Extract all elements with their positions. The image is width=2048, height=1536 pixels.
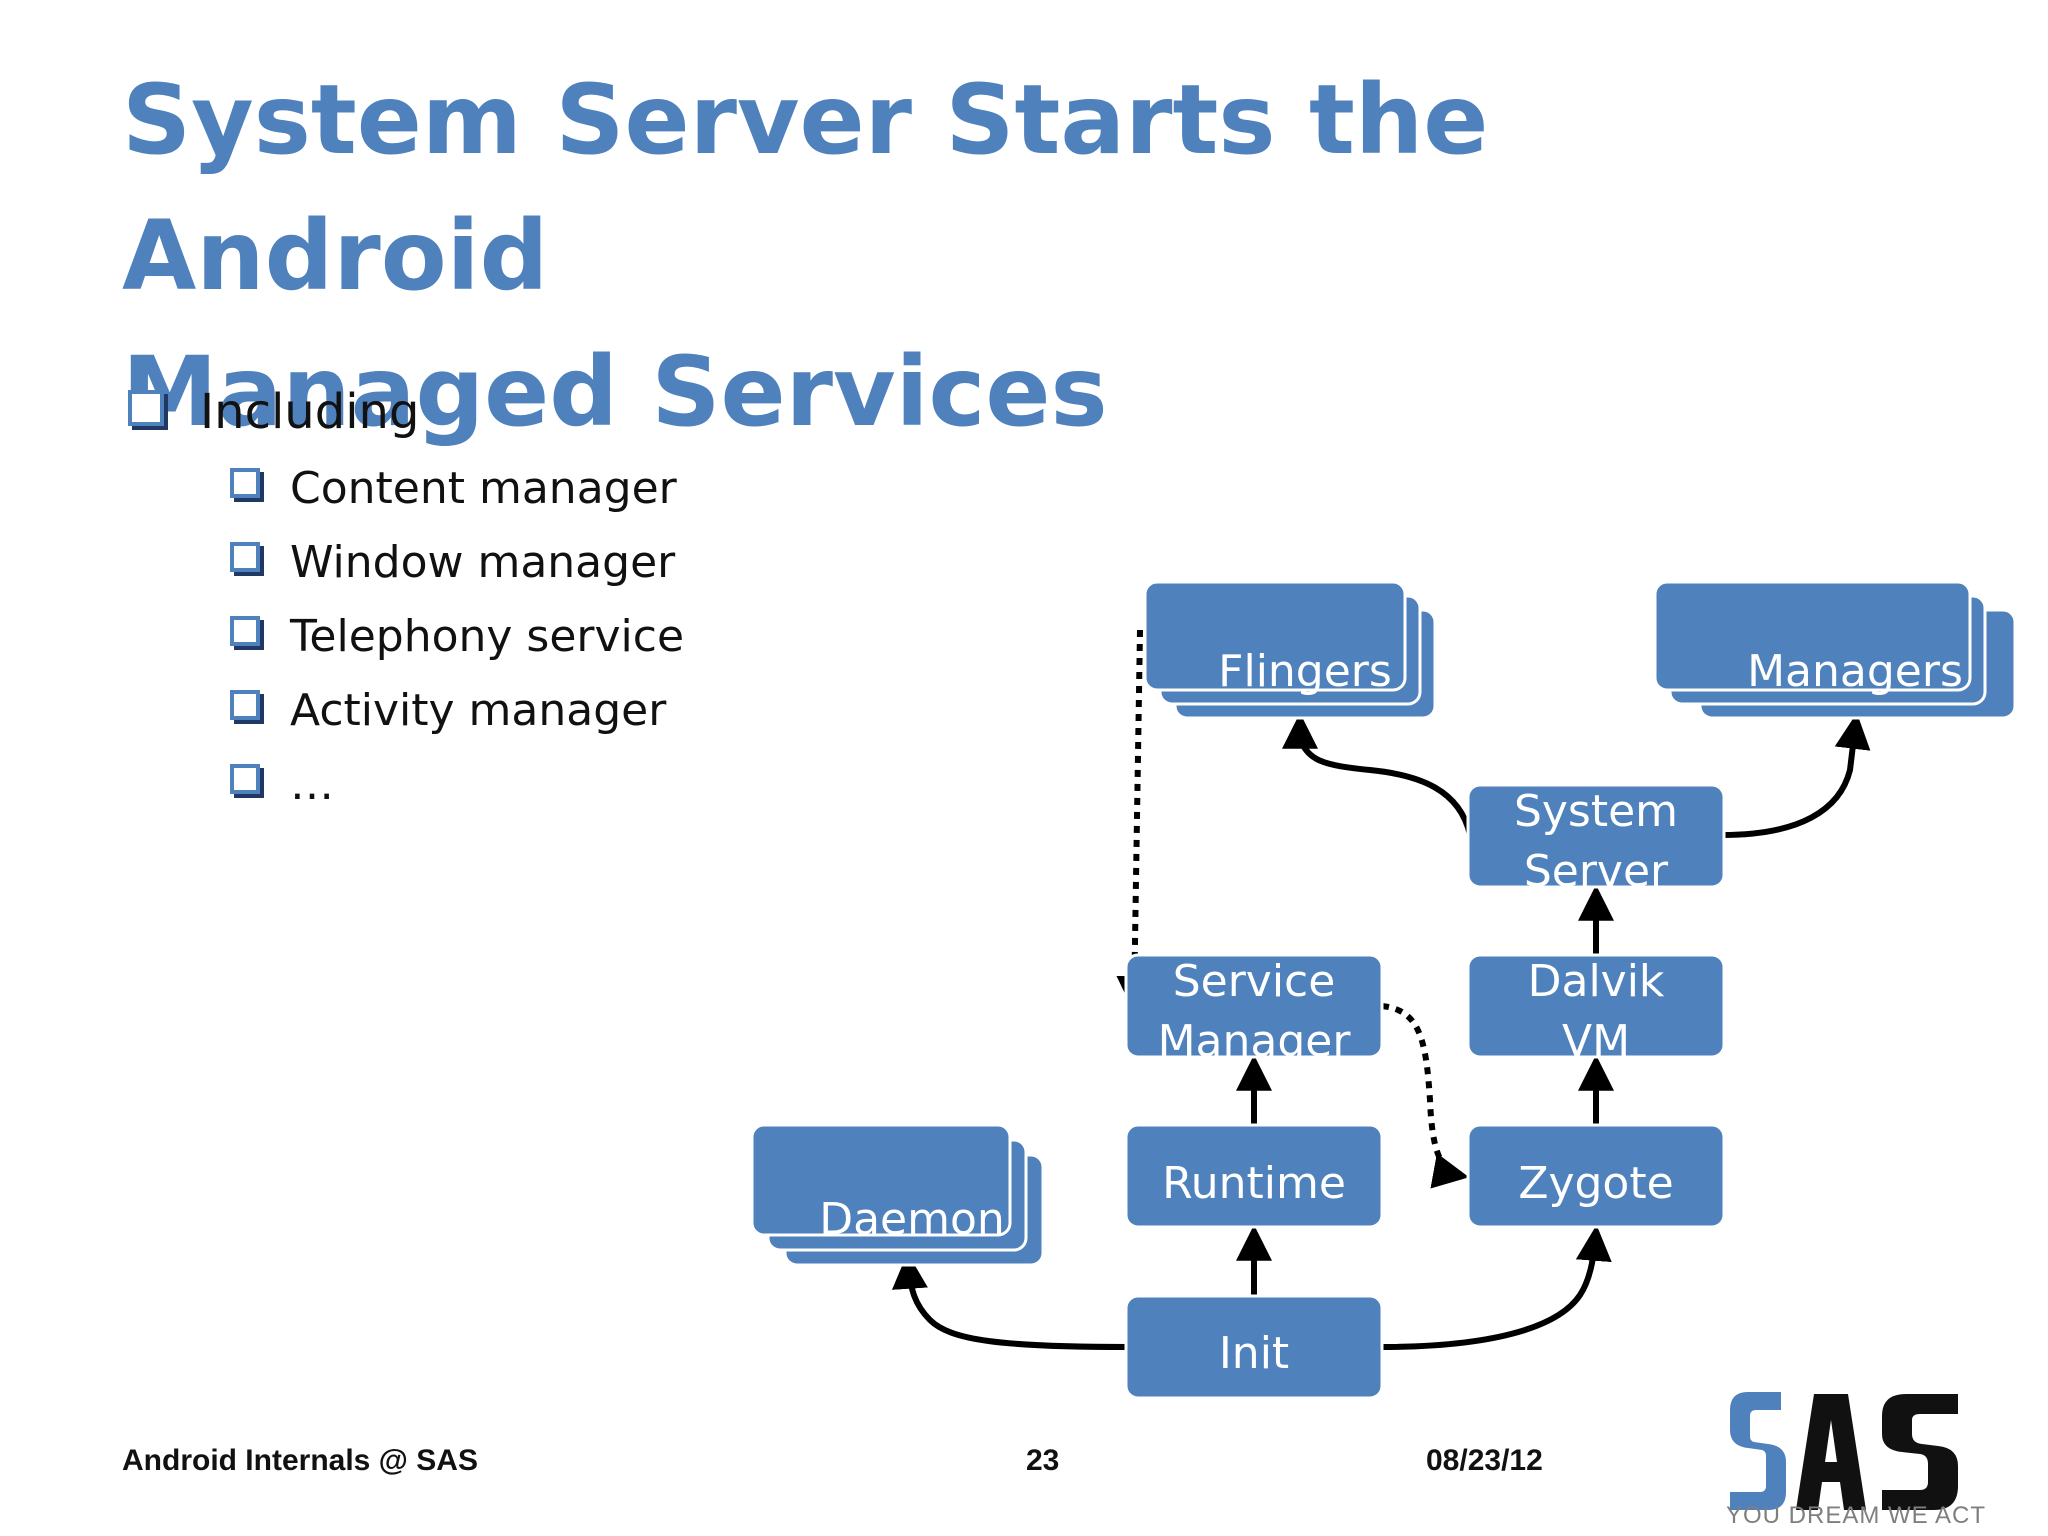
node-service-manager-label-line-1: Service [1173,956,1336,1007]
title-line-1: System Server Starts the Android [122,64,1489,312]
footer-left: Android Internals @ SAS [122,1444,478,1477]
bullet-including: Including [126,372,684,452]
sub-bullet-label: Activity manager [290,685,667,736]
bullet-label: Including [200,384,420,440]
footer-page-number: 23 [1026,1444,1060,1477]
sub-bullet-label: Content manager [290,463,677,514]
checkbox-bullet-icon [230,764,260,794]
sas-logo-icon [1730,1392,1958,1510]
arrow-init-to-daemon [891,1252,1129,1350]
connectors [891,629,1871,1350]
sub-bullet-label: Window manager [290,537,676,588]
sub-bullet-telephony-service: Telephony service [126,600,684,674]
node-runtime-label: Runtime [1162,1158,1346,1209]
arrow-system-server-to-managers [1721,712,1871,838]
checkbox-bullet-icon [230,468,260,498]
slide-title: System Server Starts the Android Managed… [122,52,1922,460]
node-service-manager-label-line-2: Manager [1158,1016,1352,1067]
arrow-system-server-to-flingers [1282,712,1473,836]
node-managers-label: Managers [1747,646,1963,697]
node-dalvik-vm-label-line-2: VM [1562,1016,1630,1067]
node-zygote: Zygote [1466,1123,1726,1229]
title-line-2: Managed Services [122,336,1108,448]
node-init: Init [1124,1294,1384,1400]
node-system-server: System Server [1466,783,1726,897]
node-runtime: Runtime [1124,1123,1384,1229]
sub-bullet-content-manager: Content manager [126,452,684,526]
bullet-list: Including Content manager Window manager… [126,372,684,822]
arrow-init-to-zygote [1379,1224,1612,1350]
node-flingers-label: Flingers [1218,646,1392,697]
node-service-manager: Service Manager [1124,953,1384,1067]
sub-bullet-ellipsis: … [126,748,684,822]
sub-bullet-activity-manager: Activity manager [126,674,684,748]
logo-tagline: YOU DREAM WE ACT [1726,1502,1987,1529]
sub-bullet-window-manager: Window manager [126,526,684,600]
node-init-label: Init [1219,1328,1289,1379]
checkbox-bullet-icon [230,616,260,646]
sub-bullet-label: … [290,759,334,810]
checkbox-bullet-icon [128,390,164,426]
footer-date: 08/23/12 [1426,1444,1543,1477]
node-managers: Managers [1653,580,2017,720]
dotted-arrow-flingers-to-service-manager [1116,629,1153,1013]
node-daemon: Daemon [750,1123,1045,1267]
dotted-arrow-service-manager-to-zygote [1381,1003,1470,1189]
checkbox-bullet-icon [230,690,260,720]
node-flingers: Flingers [1143,580,1437,720]
checkbox-bullet-icon [230,542,260,572]
node-dalvik-vm-label-line-1: Dalvik [1528,956,1665,1007]
node-dalvik-vm: Dalvik VM [1466,953,1726,1067]
node-system-server-label-line-1: System [1514,786,1678,837]
sub-bullet-label: Telephony service [290,611,685,662]
node-zygote-label: Zygote [1518,1158,1673,1209]
node-system-server-label-line-2: Server [1524,846,1669,897]
node-daemon-label: Daemon [819,1194,1005,1245]
